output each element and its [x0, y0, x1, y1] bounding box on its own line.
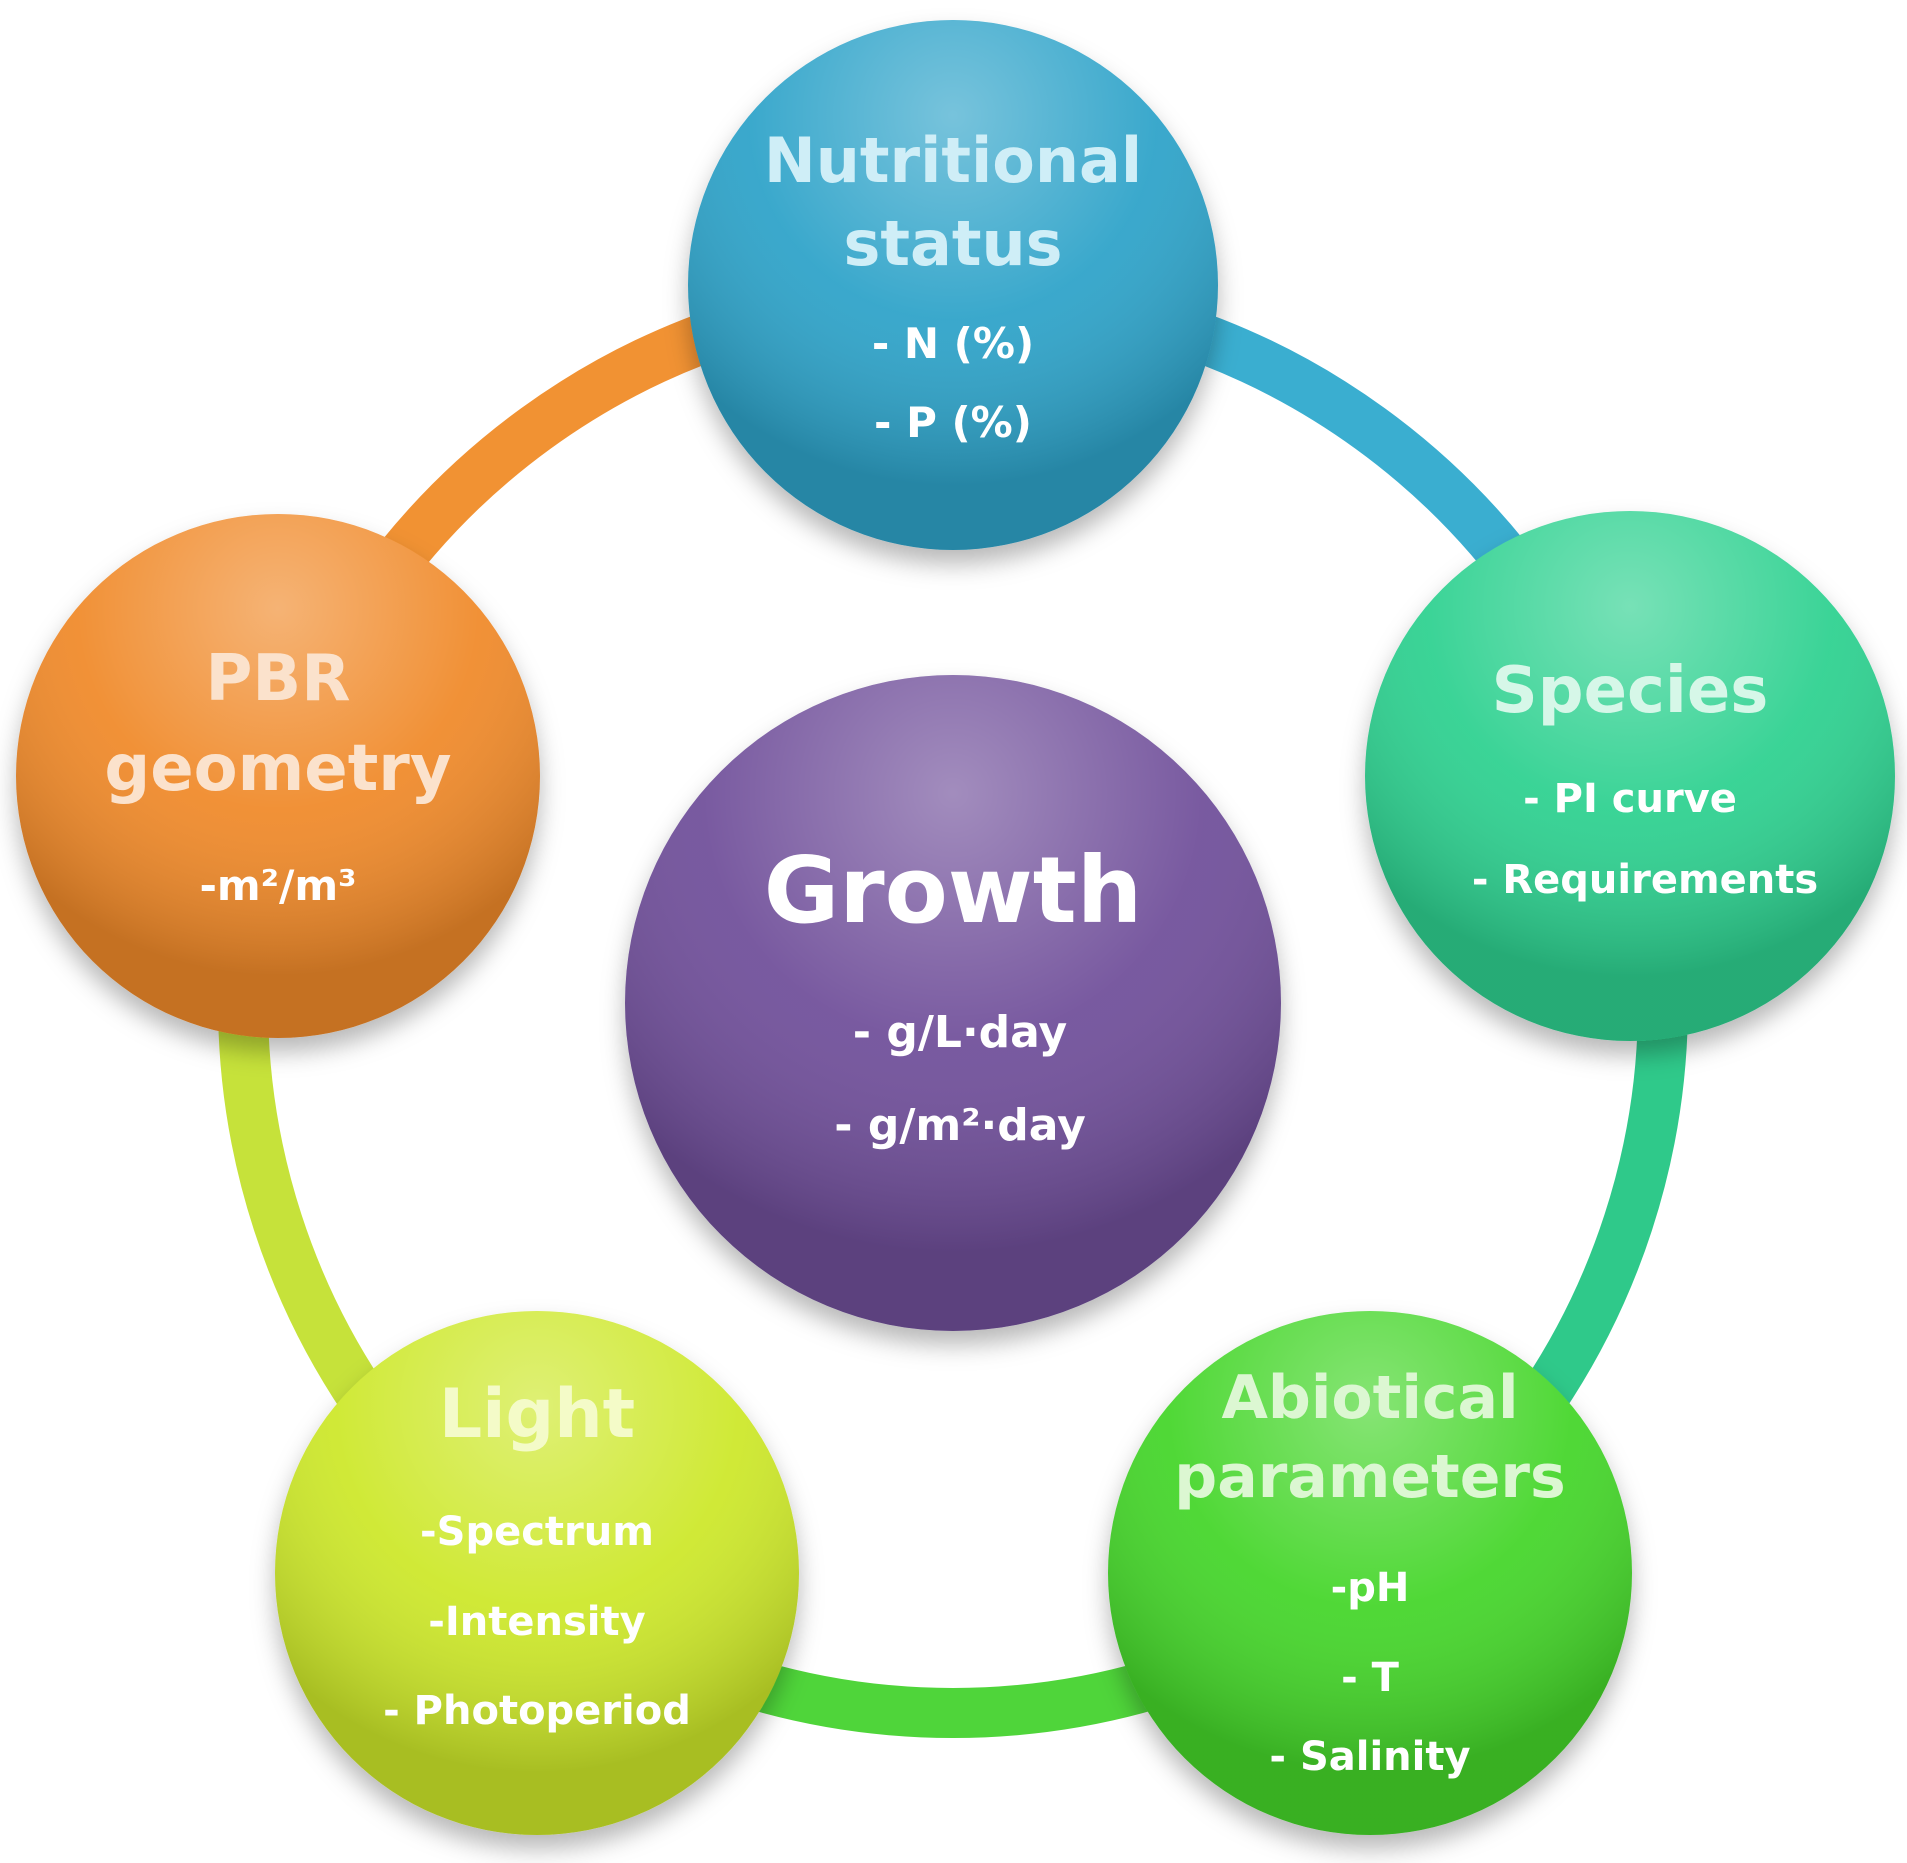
abiotical-title-2: parameters	[1174, 1442, 1565, 1512]
light-node: Light -Spectrum -Intensity - Photoperiod	[275, 1311, 799, 1835]
abiotical-line-1: -pH	[1331, 1565, 1410, 1611]
growth-gloss	[625, 675, 1281, 1331]
light-title: Light	[439, 1375, 635, 1454]
abiotical-gloss	[1108, 1311, 1632, 1835]
nutritional-gloss	[688, 20, 1218, 550]
light-line-2: -Intensity	[428, 1599, 645, 1645]
growth-node: Growth - g/L·day - g/m²·day	[625, 675, 1281, 1331]
species-node: Species - PI curve - Requirements	[1365, 511, 1895, 1041]
pbr-title-1: PBR	[206, 642, 351, 716]
species-gloss	[1365, 511, 1895, 1041]
light-line-3: - Photoperiod	[383, 1688, 691, 1734]
species-line-2: - Requirements	[1472, 857, 1818, 903]
growth-title: Growth	[764, 837, 1143, 944]
species-title: Species	[1492, 654, 1769, 728]
nutritional-title-1: Nutritional	[764, 124, 1142, 197]
abiotical-title-1: Abiotical	[1221, 1363, 1518, 1433]
pbr-line-1: -m²/m³	[199, 861, 356, 910]
abiotical-line-2: - T	[1341, 1655, 1400, 1701]
light-line-1: -Spectrum	[420, 1509, 654, 1555]
growth-line-1: - g/L·day	[853, 1007, 1067, 1058]
light-gloss	[275, 1311, 799, 1835]
nutritional-node: Nutritional status - N (%) - P (%)	[688, 20, 1218, 550]
abiotical-line-3: - Salinity	[1269, 1734, 1470, 1780]
nutritional-line-1: - N (%)	[872, 319, 1034, 368]
pbr-gloss	[16, 514, 540, 1038]
abiotical-node: Abiotical parameters -pH - T - Salinity	[1108, 1311, 1632, 1835]
nutritional-title-2: status	[843, 207, 1062, 280]
pbr-node: PBR geometry -m²/m³	[16, 514, 540, 1038]
species-line-1: - PI curve	[1523, 776, 1737, 822]
growth-line-2: - g/m²·day	[834, 1100, 1086, 1151]
nutritional-line-2: - P (%)	[874, 398, 1032, 447]
pbr-title-2: geometry	[104, 732, 451, 806]
